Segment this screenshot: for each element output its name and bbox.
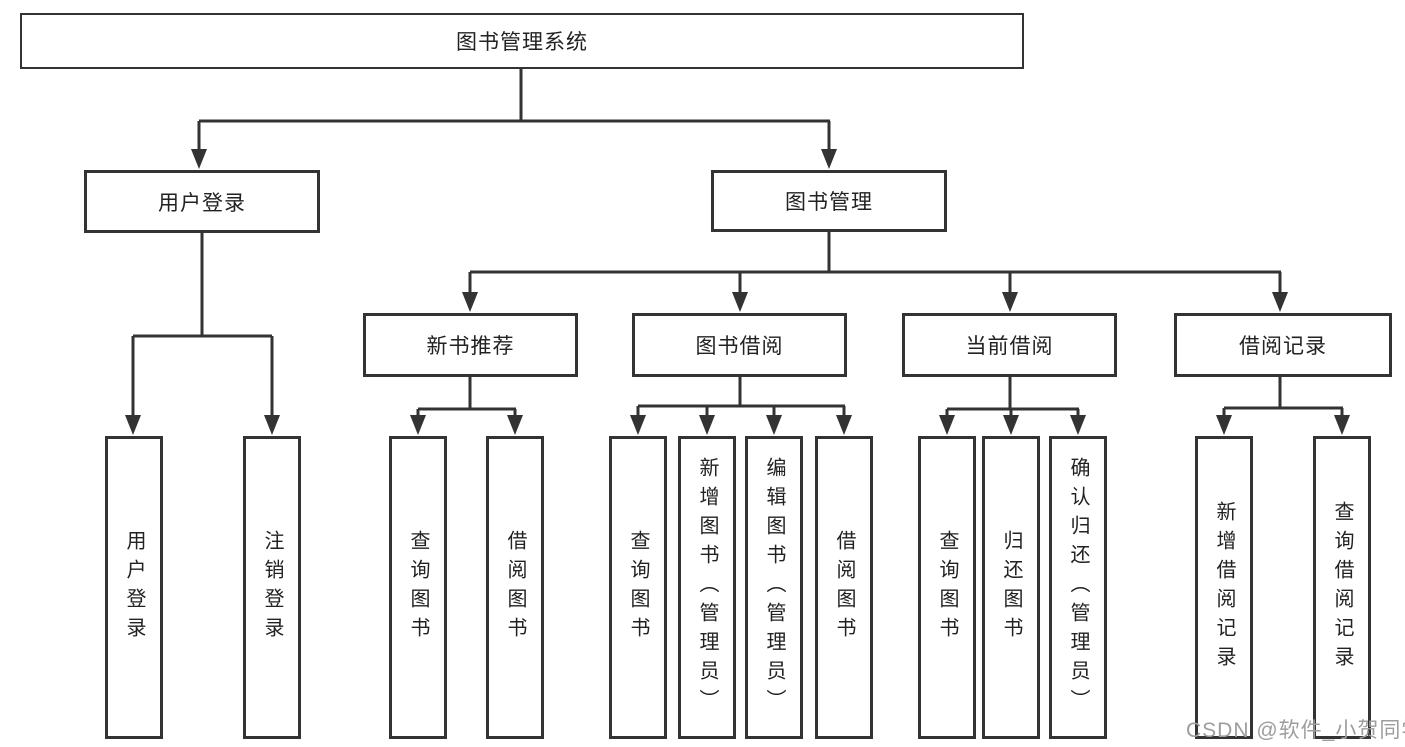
leaf-current-query-books: 查询图书 — [918, 436, 976, 739]
node-current-borrowing: 当前借阅 — [902, 313, 1117, 377]
leaf-return-book: 归还图书 — [982, 436, 1040, 739]
connector-current-borrow-to-children — [945, 377, 1080, 418]
connector-book-mgmt-to-level3 — [468, 232, 1282, 294]
connector-book-borrow-to-children — [636, 377, 846, 418]
arrowhead — [766, 415, 782, 435]
leaf-borrowing-query-books: 查询图书 — [609, 436, 667, 739]
leaf-user-login: 用户登录 — [105, 436, 163, 739]
arrowhead — [1334, 415, 1350, 435]
connector-root-to-level2 — [197, 68, 831, 151]
node-user-login: 用户登录 — [84, 170, 320, 233]
leaf-confirm-return-admin: 确认归还（管理员） — [1049, 436, 1107, 739]
arrowhead — [191, 149, 207, 169]
leaf-recommend-query-books: 查询图书 — [389, 436, 447, 739]
connector-new-book-to-children — [416, 377, 517, 418]
connector-borrow-records-to-children — [1222, 377, 1344, 418]
arrowhead — [1003, 415, 1019, 435]
arrowhead — [462, 292, 478, 312]
arrowhead — [821, 149, 837, 169]
leaf-edit-book-admin: 编辑图书（管理员） — [745, 436, 803, 739]
leaf-add-borrow-record: 新增借阅记录 — [1195, 436, 1253, 739]
arrowhead — [125, 415, 141, 435]
arrowheads — [125, 149, 1350, 435]
arrowhead — [1070, 415, 1086, 435]
arrowhead — [1216, 415, 1232, 435]
arrowhead — [1002, 292, 1018, 312]
leaf-query-borrow-record: 查询借阅记录 — [1313, 436, 1371, 739]
leaf-borrowing-borrow-books: 借阅图书 — [815, 436, 873, 739]
arrowhead — [699, 415, 715, 435]
arrowhead — [732, 292, 748, 312]
arrowhead — [630, 415, 646, 435]
watermark: CSDN @软件_小贺同学 — [1186, 719, 1405, 742]
node-book-borrowing: 图书借阅 — [632, 313, 847, 377]
arrowhead — [836, 415, 852, 435]
node-borrowing-records: 借阅记录 — [1174, 313, 1392, 377]
arrowhead — [939, 415, 955, 435]
arrowhead — [1272, 292, 1288, 312]
node-library-system: 图书管理系统 — [20, 13, 1024, 69]
leaf-logout: 注销登录 — [243, 436, 301, 739]
arrowhead — [507, 415, 523, 435]
connector-user-login-to-children — [131, 232, 274, 417]
leaf-add-book-admin: 新增图书（管理员） — [678, 436, 736, 739]
arrowhead — [410, 415, 426, 435]
leaf-recommend-borrow-books: 借阅图书 — [486, 436, 544, 739]
node-book-management: 图书管理 — [711, 170, 947, 232]
node-new-book-recommend: 新书推荐 — [363, 313, 578, 377]
arrowhead — [264, 415, 280, 435]
